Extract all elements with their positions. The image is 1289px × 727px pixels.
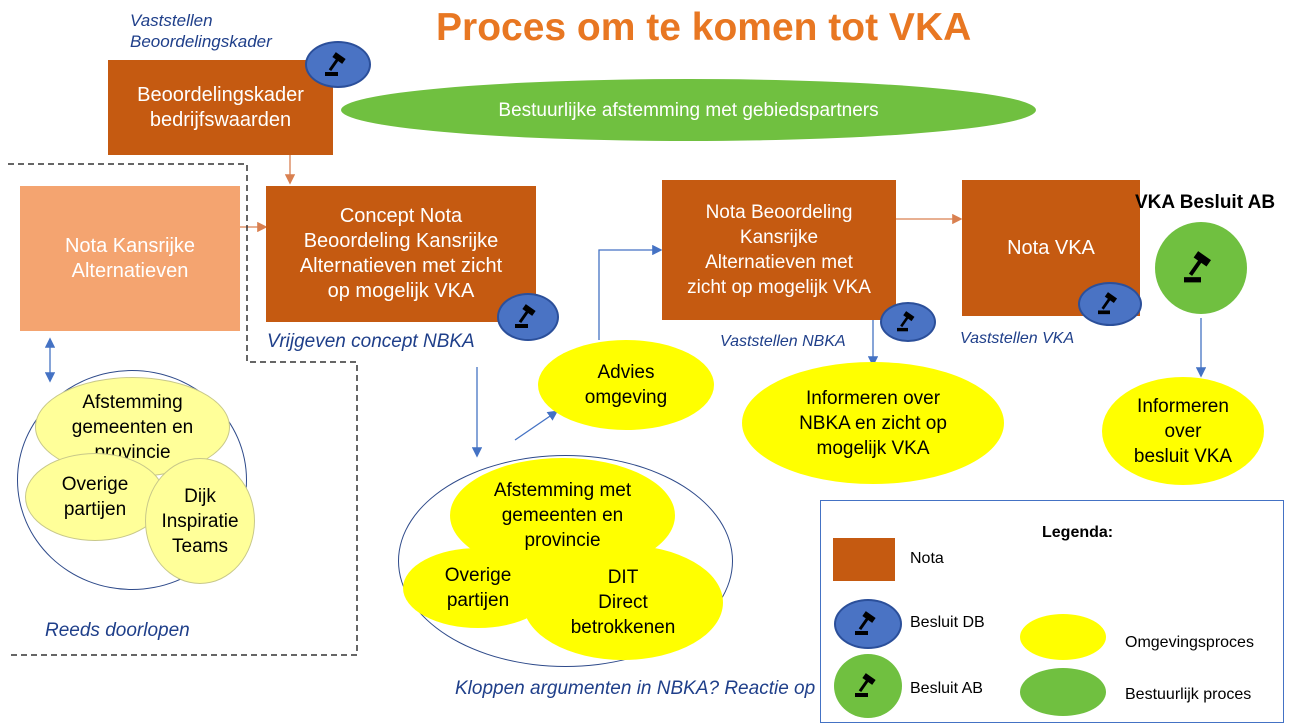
gavel-icon (880, 302, 936, 342)
advies-ellipse: Advies omgeving (538, 340, 714, 430)
informeren-nbka-ellipse: Informeren over NBKA en zicht op mogelij… (742, 362, 1004, 484)
overige-left-ellipse: Overige partijen (25, 453, 165, 541)
arrow-to-advies (514, 410, 559, 441)
gavel-icon (1155, 222, 1247, 314)
legend-bestuurlijk-swatch (1020, 668, 1106, 716)
bestuurlijke-ellipse: Bestuurlijke afstemming met gebiedspartn… (341, 79, 1036, 141)
dijk-ellipse: Dijk Inspiratie Teams (145, 458, 255, 584)
legend-nota-swatch (833, 538, 895, 581)
legend-omgevingsproces-label: Omgevingsproces (1125, 634, 1254, 651)
legend-besluit-db-label: Besluit DB (910, 614, 985, 631)
bestuurlijke-label: Bestuurlijke afstemming met gebiedspartn… (498, 99, 879, 121)
legend-omgeving-swatch (1020, 614, 1106, 660)
reeds-label: Reeds doorlopen (45, 620, 190, 641)
legend-nota-label: Nota (910, 550, 944, 567)
gavel-icon (497, 293, 559, 341)
arrow-advies-to-nota (598, 244, 663, 340)
dit-ellipse: DIT Direct betrokkenen (523, 545, 723, 660)
vaststellen-kader-label: Vaststellen Beoordelingskader (130, 11, 272, 51)
gavel-icon (1078, 282, 1142, 326)
vrijgeven-label: Vrijgeven concept NBKA (267, 331, 475, 352)
vaststellen-nbka-label: Vaststellen NBKA (720, 333, 846, 350)
gavel-icon (305, 41, 371, 88)
nota-beoordeling-box: Nota Beoordeling Kansrijke Alternatieven… (662, 180, 896, 320)
vka-besluit-ab-label: VKA Besluit AB (1135, 192, 1276, 213)
left-cluster-circle (17, 370, 247, 590)
gavel-icon (834, 599, 902, 649)
page-title: Proces om te komen tot VKA (436, 6, 972, 49)
gavel-icon (834, 654, 902, 718)
beoordelingskader-box: Beoordelingskader bedrijfswaarden (108, 60, 333, 155)
nota-kansrijke-box: Nota Kansrijke Alternatieven (20, 186, 240, 331)
vaststellen-vka-label: Vaststellen VKA (960, 330, 1075, 347)
middle-cluster-circle (398, 455, 733, 667)
legend-bestuurlijk-label: Bestuurlijk proces (1125, 686, 1252, 703)
informeren-vka-ellipse: Informeren over besluit VKA (1102, 377, 1264, 485)
legend-besluit-ab-label: Besluit AB (910, 680, 983, 697)
legend-title: Legenda: (1042, 524, 1114, 541)
concept-nota-box: Concept Nota Beoordeling Kansrijke Alter… (266, 186, 536, 322)
